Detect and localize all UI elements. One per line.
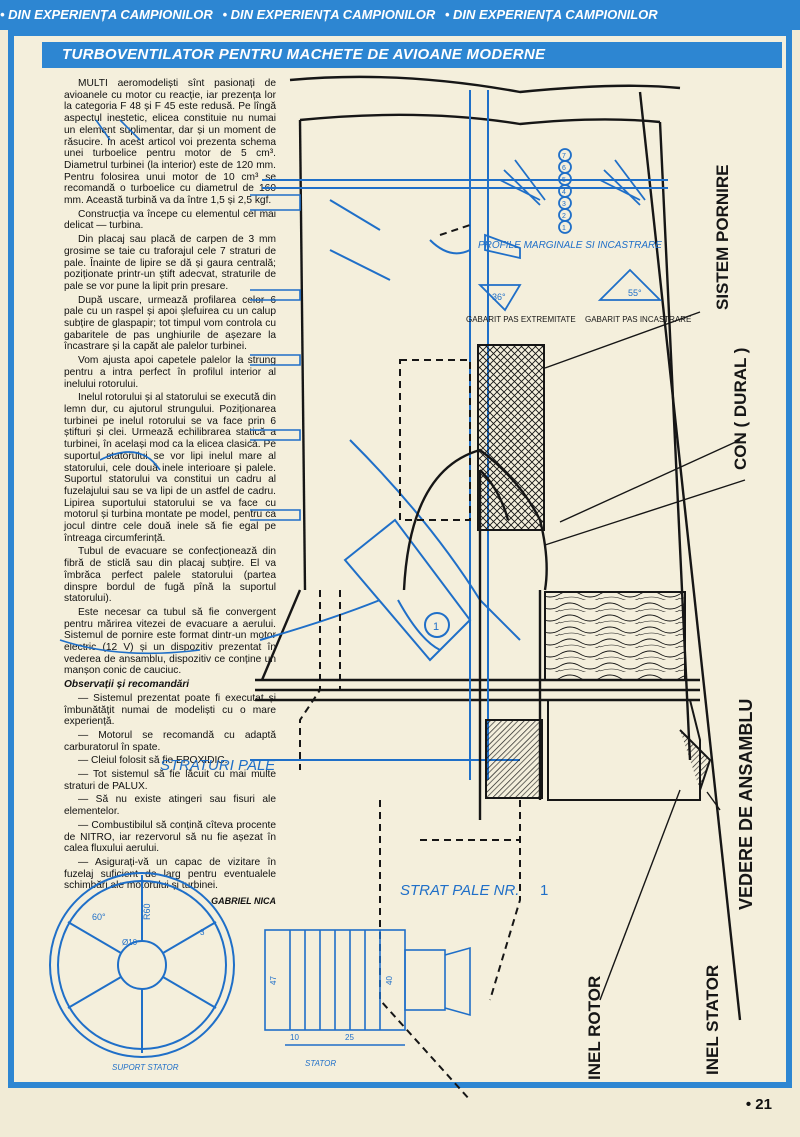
page-number: • 21 [745,1096,772,1113]
note: — Tot sistemul să fie lăcuit cu mai mult… [64,769,276,792]
article-column: MULTI aeromodeliști sînt pasionați de av… [64,78,276,910]
paragraph: După uscare, urmează profilarea celor 6 … [64,294,276,353]
article-page: TURBOVENTILATOR PENTRU MACHETE DE AVIOAN… [8,30,792,1088]
dim-47: 47 [269,976,278,985]
label-layer-3: 3 [562,201,566,208]
stator-ring-section [679,729,712,791]
dim-25: 25 [345,1033,354,1042]
label-layer-5: 5 [562,177,566,184]
label-sistem-pornire: SISTEM PORNIRE [713,165,732,310]
fuselage-outline [255,75,742,1021]
starter-block [477,344,545,531]
paragraph: Este necesar ca tubul să fie convergent … [64,606,276,677]
rotor-ring-wood [544,591,686,681]
label-suport-stator: SUPORT STATOR [112,1063,179,1072]
paragraph: Din placaj sau placă de carpen de 3 mm g… [64,234,276,292]
label-inel-rotor: INEL ROTOR [585,976,604,1080]
label-gabarit-extremitate: GABARIT PAS EXTREMITATE [466,315,576,324]
leader-lines [544,311,746,1001]
label-angle-36: 36° [492,292,506,302]
dimension-marks [59,119,301,655]
banner-text-2: • DIN EXPERIENȚA CAMPIONILOR [222,7,436,22]
subheading: Observații și recomandări [64,679,190,691]
note: — Să nu existe atingeri sau fisuri ale e… [64,794,276,818]
drawing-labels: SISTEM PORNIRE CON ( DURAL ) VEDERE DE A… [92,153,756,1080]
label-con-dural: CON ( DURAL ) [731,348,750,470]
paragraph: Inelul rotorului și al statorului se exe… [64,392,276,544]
label-strat-pale-nr: STRAT PALE NR. [400,882,519,899]
paragraph: Tubul de evacuare se confecționează din … [64,546,276,605]
label-profile: PROFILE MARGINALE SI INCASTRARE [478,240,662,251]
note: — Cleiul folosit să fie EPOXIDIC. [78,755,228,767]
author-signature: GABRIEL NICA [211,896,276,907]
banner-text-3: • DIN EXPERIENȚA CAMPIONILOR [444,7,658,22]
blade-layers-detail [477,148,663,312]
label-layer-7: 7 [562,153,566,160]
label-straturi-pale: STRATURI PALE [160,757,276,774]
dim-3: 3 [200,928,205,937]
stator-ring [547,699,701,801]
dim-40: 40 [385,976,394,985]
label-stator: STATOR [305,1059,336,1068]
label-layer-4: 4 [562,189,566,196]
note: — Sistemul prezentat poate fi executat ș… [64,692,276,728]
label-angle-55: 55° [628,288,642,298]
label-strat-number: 1 [540,882,548,899]
paragraph: Vom ajusta apoi capetele palelor la stru… [64,355,276,390]
label-gabarit-incastrare: GABARIT PAS INCASTRARE [585,315,691,324]
label-layer-2: 2 [562,213,566,220]
rotor-hub [485,719,543,799]
note: — Motorul se recomandă cu adaptă carbura… [64,729,276,753]
engine-outline [299,224,521,1101]
dim-10: 10 [290,1033,299,1042]
label-vedere-ansamblu: VEDERE DE ANSAMBLU [736,699,756,910]
label-circle-1: 1 [433,621,439,633]
label-layer-1: 1 [562,225,566,232]
paragraph: MULTI aeromodeliști sînt pasionați de av… [64,78,276,207]
label-angle-60: 60° [92,912,106,922]
article-title: TURBOVENTILATOR PENTRU MACHETE DE AVIOAN… [42,42,782,68]
banner-text-1: • DIN EXPERIENȚA CAMPIONILOR [0,7,213,22]
note: — Combustibilul să conțină cîteva procen… [64,819,276,855]
dim-r60: R60 [142,903,152,920]
paragraph: Construcția va începe cu elementul cel m… [64,208,276,232]
suport-stator-view [49,872,235,1058]
dim-d10: Ø10 [122,938,138,947]
label-layer-6: 6 [562,165,566,172]
header-banner: • DIN EXPERIENȚA CAMPIONILOR • DIN EXPER… [0,0,800,30]
stator-view [264,929,471,1046]
label-inel-stator: INEL STATOR [703,965,722,1075]
